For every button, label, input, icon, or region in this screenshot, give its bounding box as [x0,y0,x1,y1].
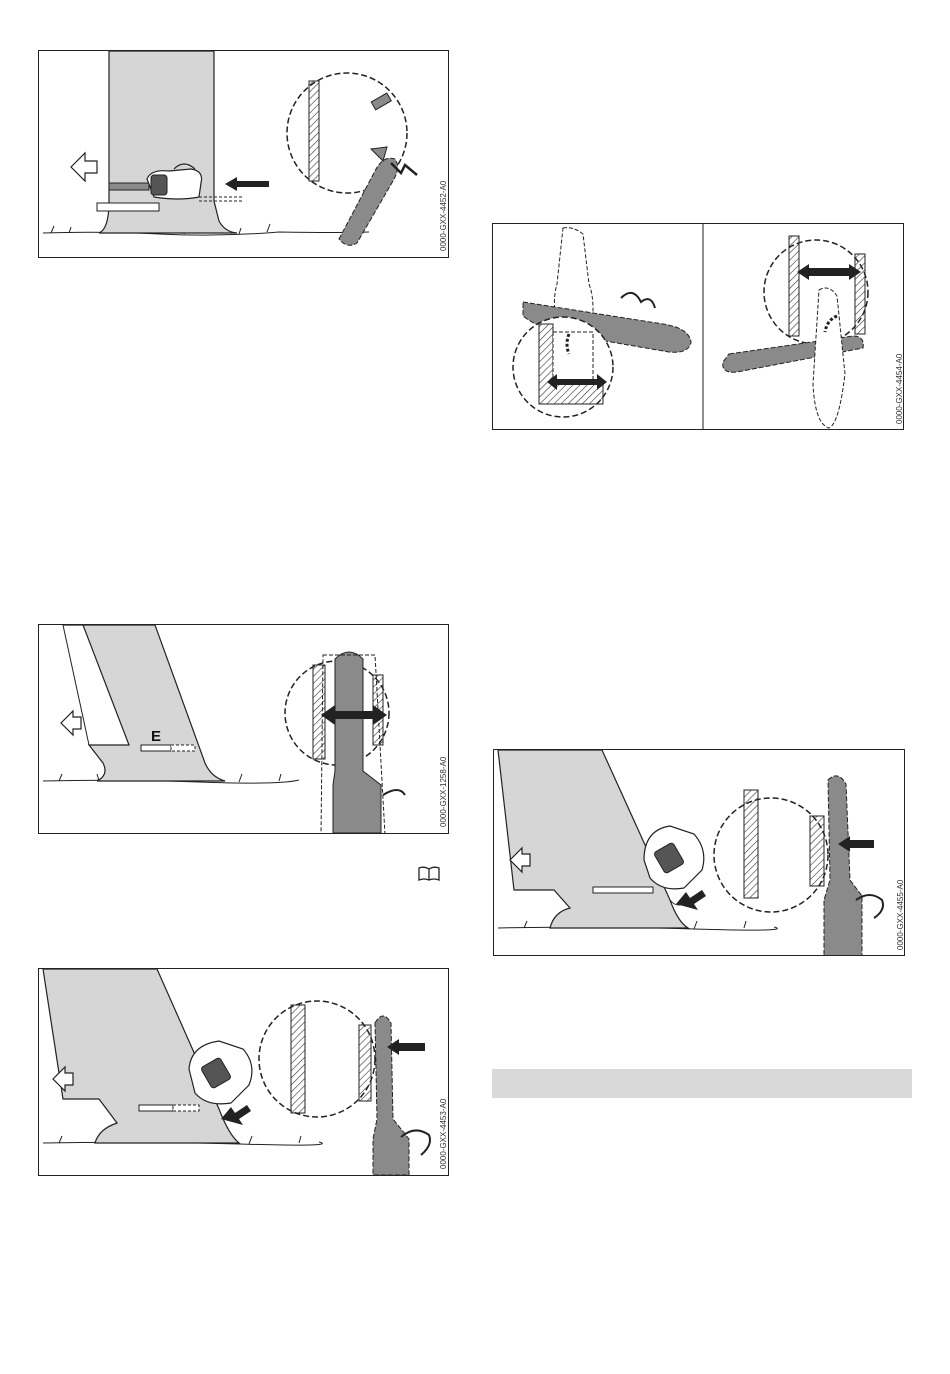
open-book-icon [418,866,440,881]
felling-direction-arrow [71,153,97,181]
illustration [39,51,449,258]
figure-code: 0000-GXX-4455-A0 [896,880,905,950]
figure-code: 0000-GXX-4454-A0 [895,354,904,424]
figure-code: 0000-GXX-1258-A0 [439,757,448,827]
chainsaw-icon [189,1041,252,1104]
figure-felling-notch-standard: 0000-GXX-4452-A0 [38,50,449,258]
figure-plunge-cut-both-sides: 0000-GXX-4454-A0 [492,223,904,430]
label-e: E [151,728,161,745]
felling-direction-arrow [61,711,81,735]
figure-code: 0000-GXX-4452-A0 [439,181,448,251]
illustration [494,750,905,956]
figure-code: 0000-GXX-4453-A0 [439,1099,448,1169]
illustration [39,969,449,1176]
figure-plunge-cut-notch: 0000-GXX-4453-A0 [38,968,449,1176]
illustration [39,625,449,834]
figure-plunge-cut-leaning-tree: 0000-GXX-4455-A0 [493,749,905,956]
section-heading-bar [492,1069,912,1098]
figure-notch-depth-e: E 0000-GXX-1258-A0 [38,624,449,834]
illustration [493,224,904,430]
